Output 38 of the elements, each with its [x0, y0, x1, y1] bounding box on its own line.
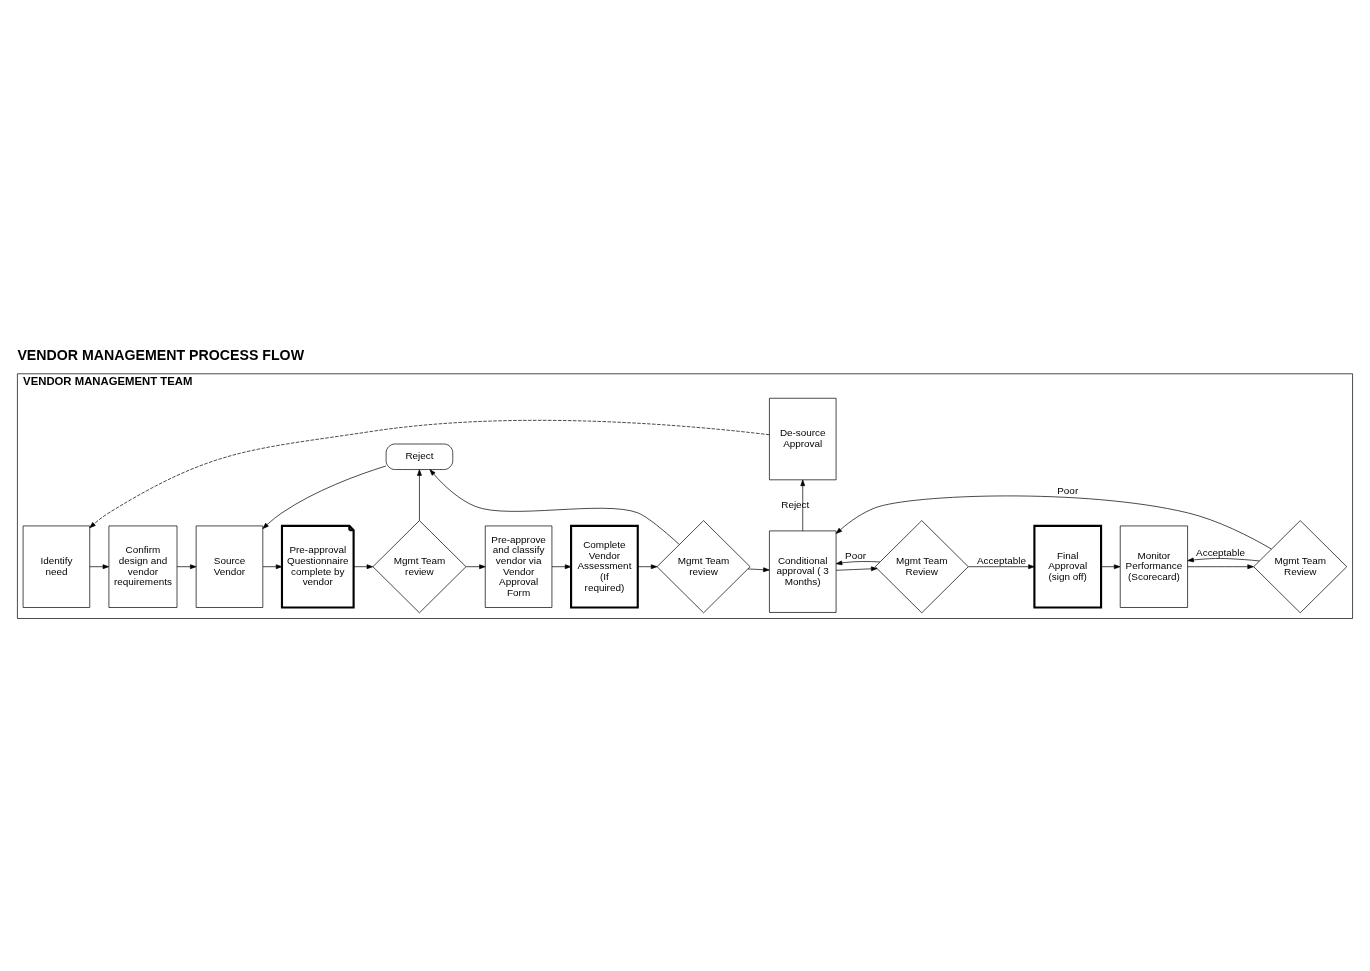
node-box: Source Vendor [195, 525, 264, 608]
arrow [747, 567, 770, 573]
arrow [262, 564, 283, 570]
node-diamond: Mgmt Team review [656, 520, 751, 614]
arrow [1100, 564, 1121, 570]
arrow [1187, 564, 1254, 570]
arrow [465, 564, 486, 570]
arrow [800, 479, 806, 532]
arrow [176, 564, 197, 570]
arrow [551, 564, 572, 570]
edge-label: Poor [1057, 484, 1079, 496]
arrow [429, 469, 680, 545]
edge-label: Reject [781, 498, 810, 510]
node-box: Reject [385, 443, 454, 470]
node-diamond: Mgmt Team Review [874, 520, 969, 614]
arrow [89, 564, 110, 570]
node-box: Confirm design and vendor requirements [108, 525, 178, 608]
arrow [1187, 557, 1260, 563]
node-box: Complete Vendor Assessment (If required) [570, 524, 639, 609]
arrow [353, 564, 373, 570]
node-box: Pre-approve and classify vendor via Vendor Approval Form [484, 525, 553, 608]
edge-label: Acceptable [976, 555, 1026, 567]
node-diamond: Mgmt Team Review [1253, 520, 1348, 614]
node-box: Conditional approval ( 3 Months) [769, 530, 837, 613]
diagram-title: VENDOR MANAGEMENT PROCESS FLOW [17, 347, 305, 364]
arrow [835, 495, 1272, 550]
arrow [835, 560, 881, 566]
node-diamond: Mgmt Team review [372, 520, 467, 614]
node-box: Final Approval (sign off) [1033, 524, 1103, 609]
node-box: Monitor Performance (Scorecard) [1119, 525, 1188, 608]
node-box: De-source Approval [769, 397, 837, 481]
arrow [835, 566, 878, 572]
arrow [637, 564, 658, 570]
edge-label: Poor [845, 550, 867, 562]
node-box: Identify need [22, 525, 91, 608]
arrow [968, 564, 1035, 570]
arrow [417, 469, 422, 521]
edge-label: Acceptable [1196, 547, 1246, 559]
